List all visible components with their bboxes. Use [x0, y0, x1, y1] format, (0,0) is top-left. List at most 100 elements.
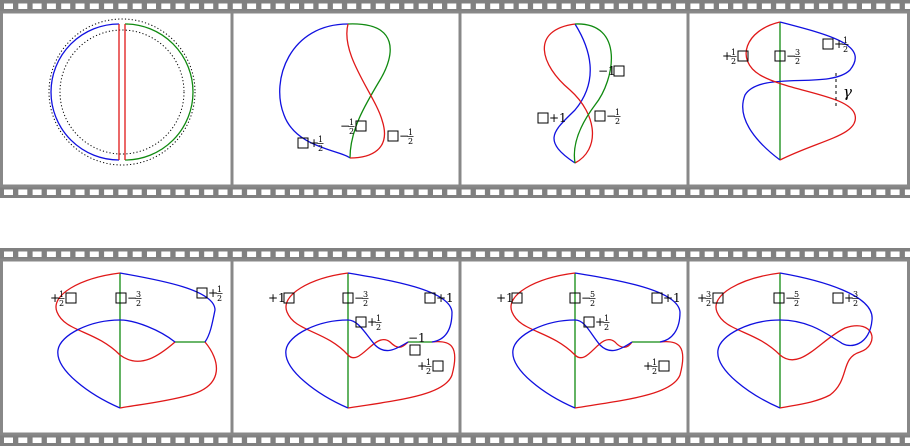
blue-curve	[742, 21, 856, 161]
perforation-hole	[704, 3, 714, 9]
box-marker	[355, 120, 367, 132]
perforation-hole	[504, 189, 514, 195]
perforation-hole	[704, 189, 714, 195]
fraction-numerator: 1	[604, 314, 609, 323]
frame-1-4	[742, 21, 856, 161]
box-marker	[773, 292, 785, 304]
perforation-hole	[375, 189, 385, 195]
perforation-hole	[518, 437, 528, 443]
perforation-hole	[46, 251, 56, 257]
perforation-hole	[332, 3, 342, 9]
fraction-denominator: 2	[318, 144, 323, 153]
red-curve	[510, 272, 684, 409]
perforation-hole	[604, 251, 614, 257]
perforation-hole	[118, 251, 128, 257]
blue-curve	[57, 272, 216, 409]
red-curve	[715, 272, 873, 409]
perforation-hole	[504, 437, 514, 443]
perforation-hole	[676, 3, 686, 9]
red-curve	[346, 23, 385, 159]
perforation-hole	[218, 251, 228, 257]
weight-sign: +	[834, 37, 844, 51]
perforation-hole	[347, 251, 357, 257]
perforation-hole	[175, 251, 185, 257]
perforation-hole	[790, 251, 800, 257]
perforation-hole	[347, 3, 357, 9]
fraction-denominator: 2	[731, 57, 736, 66]
box-marker	[658, 360, 670, 372]
perforation-hole	[161, 3, 171, 9]
perforation-hole	[290, 251, 299, 257]
film-strip-top	[0, 0, 910, 198]
perforation-hole	[661, 251, 671, 257]
weight-label: +12	[417, 358, 432, 376]
frame-1-3	[543, 23, 612, 164]
perforation-hole	[819, 189, 829, 195]
perforation-hole	[647, 189, 657, 195]
perforation-hole	[361, 189, 371, 195]
perforation-hole	[375, 251, 385, 257]
perforation-hole	[819, 251, 829, 257]
perforation-hole	[61, 437, 71, 443]
perforation-hole	[4, 251, 13, 257]
perforation-hole	[189, 251, 199, 257]
box-marker	[712, 292, 724, 304]
perforation-hole	[332, 189, 342, 195]
perforation-hole	[247, 437, 257, 443]
red-curve	[543, 23, 594, 164]
blue-curve	[285, 272, 453, 409]
weight-label: +12	[722, 48, 737, 66]
perforation-hole	[461, 189, 471, 195]
perforation-hole	[147, 251, 156, 257]
perforation-hole	[676, 189, 686, 195]
fraction-numerator: 3	[795, 48, 800, 57]
perforation-hole	[647, 251, 657, 257]
perforation-hole	[719, 3, 728, 9]
perforation-hole	[318, 3, 328, 9]
perforation-hole	[533, 189, 543, 195]
perforation-hole	[404, 251, 414, 257]
fraction-denominator: 2	[426, 367, 431, 376]
weight-sign: +	[417, 359, 427, 373]
perforation-hole	[890, 251, 900, 257]
perforation-hole	[347, 189, 357, 195]
perforation-hole	[833, 251, 843, 257]
perforation-hole	[862, 437, 871, 443]
inner-dotted-circle	[59, 29, 185, 155]
perforation-hole	[261, 189, 271, 195]
weight-sign: +1	[663, 291, 681, 305]
box-marker	[569, 292, 581, 304]
perforation-hole	[32, 437, 42, 443]
perforation-hole	[733, 189, 743, 195]
perforation-hole	[719, 437, 728, 443]
weight-label: +12	[834, 36, 849, 54]
weight-sign: −	[399, 129, 409, 143]
perforation-hole	[361, 437, 371, 443]
perforation-hole	[104, 189, 114, 195]
fraction-numerator: 5	[794, 290, 799, 299]
perforation-hole	[418, 251, 428, 257]
perforation-hole	[161, 251, 171, 257]
perforation-hole	[204, 251, 214, 257]
perforation-hole	[661, 189, 671, 195]
box-marker	[342, 292, 354, 304]
perforation-hole	[633, 437, 643, 443]
perforation-hole	[847, 251, 857, 257]
perforation-hole	[490, 189, 500, 195]
perforation-hole	[275, 3, 285, 9]
perforation-hole	[890, 3, 900, 9]
perforation-hole	[361, 3, 371, 9]
weight-sign: +	[50, 291, 60, 305]
perforation-hole	[633, 3, 643, 9]
fraction-numerator: 1	[376, 314, 381, 323]
perforation-hole	[761, 437, 771, 443]
perforation-hole	[375, 3, 385, 9]
fraction-denominator: 2	[349, 127, 354, 136]
weight-label: +32	[697, 290, 712, 308]
weight-sign: −	[786, 49, 796, 63]
perforation-hole	[261, 251, 271, 257]
perforation-hole	[175, 3, 185, 9]
fraction-denominator: 2	[217, 294, 222, 303]
perforation-hole	[275, 437, 285, 443]
